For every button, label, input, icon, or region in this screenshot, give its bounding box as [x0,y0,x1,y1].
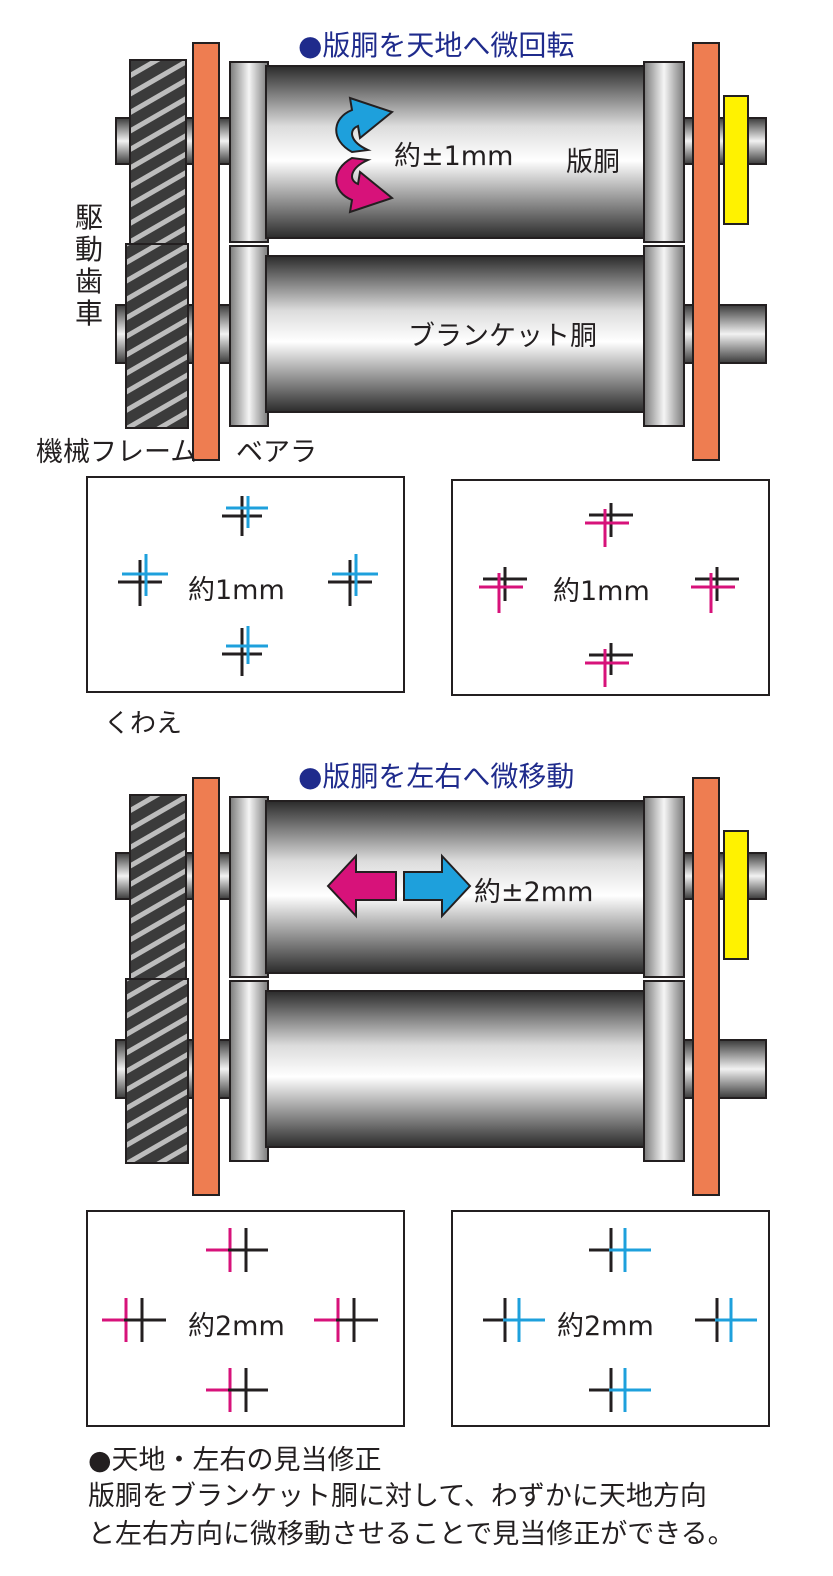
panel-1-left-label: 約1mm [188,575,285,606]
gripper-edge-label: くわえ [104,709,183,739]
rotation-arrow-icon [335,96,395,214]
panel-2-left-label: 約2mm [188,1311,285,1342]
assembly-bottom [115,777,767,1196]
panel-1-right-label: 約1mm [553,576,650,607]
footer-heading: ●天地・左右の見当修正 [88,1445,382,1476]
register-panel-2-right: 約2mm [451,1210,770,1427]
register-panel-1-right: 約1mm [451,479,770,696]
register-panel-2-left: 約2mm [86,1210,405,1427]
rotate-down-arrow [335,156,395,214]
register-marks-magenta-2 [102,1228,378,1412]
register-marks-cyan-2 [483,1228,757,1412]
shift-right-arrow [403,853,472,919]
footer-line-1: 版胴をブランケット胴に対して、わずかに天地方向 [88,1481,707,1512]
rotation-amount-label: 約±1mm [394,141,514,172]
register-marks-cyan [118,496,378,676]
drive-gear-label: 駆動歯車 [74,201,103,330]
shift-amount-label: 約±2mm [474,877,594,908]
shift-left-arrow [326,853,397,919]
rotate-up-arrow [335,96,395,154]
assembly-top [115,42,767,461]
plate-cylinder-label: 版胴 [566,147,620,178]
register-marks-magenta [479,503,739,687]
machine-frame-label: 機械フレーム [36,437,198,468]
bearer-label: ベアラ [236,437,317,468]
footer-line-2: と左右方向に微移動させることで見当修正ができる。 [88,1519,735,1550]
panel-2-right-label: 約2mm [557,1311,654,1342]
shift-arrow-icon [326,853,472,919]
register-panel-1-left: 約1mm [86,476,405,693]
section1-title: ●版胴を天地へ微回転 [298,29,575,62]
section2-title: ●版胴を左右へ微移動 [298,760,575,793]
blanket-cylinder-label: ブランケット胴 [408,321,597,352]
